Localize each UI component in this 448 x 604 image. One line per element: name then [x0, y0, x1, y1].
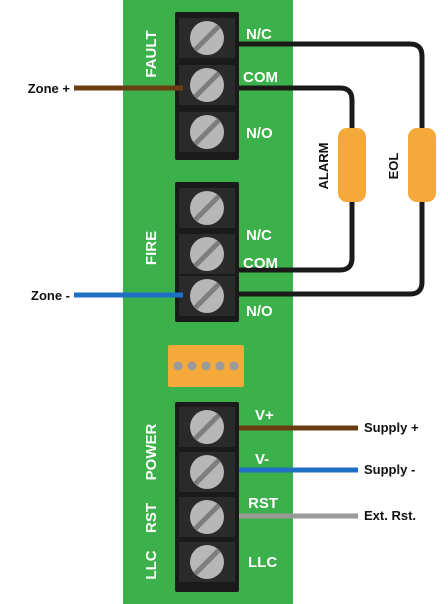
screw-icon[interactable] [190, 545, 224, 579]
fault-terminal-block [175, 12, 239, 160]
alarm-loop-wire [239, 85, 355, 130]
block-label-fault: FAULT [143, 30, 160, 77]
screw-icon[interactable] [190, 68, 224, 102]
terminal-label-com-fault: COM [243, 69, 278, 86]
terminal-label-no-fire: N/O [246, 303, 273, 320]
alarm-component: ALARM [316, 128, 366, 202]
terminal-label-llc: LLC [248, 554, 277, 571]
screw-icon[interactable] [190, 279, 224, 313]
supply-minus-label: Supply - [364, 462, 415, 477]
alarm-loop-wire-lower [239, 200, 355, 273]
terminal-label-rst: RST [248, 495, 278, 512]
power-terminal-block [175, 402, 239, 592]
terminal-label-nc-fire: N/C [246, 227, 272, 244]
screw-icon[interactable] [190, 237, 224, 271]
screw-icon[interactable] [190, 21, 224, 55]
terminal-label-vminus: V- [255, 451, 269, 468]
eol-component: EOL [386, 128, 436, 202]
screw-icon[interactable] [190, 410, 224, 444]
supply-plus-label: Supply + [364, 420, 419, 435]
block-label-llc: LLC [143, 550, 160, 579]
pin-header-connector [168, 345, 244, 387]
screw-icon[interactable] [190, 455, 224, 489]
screw-icon[interactable] [190, 115, 224, 149]
zone-plus-label: Zone + [28, 81, 71, 96]
screw-icon[interactable] [190, 191, 224, 225]
wiring-loops [239, 41, 425, 297]
alarm-label: ALARM [316, 143, 331, 190]
eol-loop-wire-lower [239, 200, 425, 297]
eol-label: EOL [386, 153, 401, 180]
block-label-power: POWER [143, 424, 160, 481]
terminal-label-no-fault: N/O [246, 125, 273, 142]
eol-loop-wire [239, 41, 425, 130]
screw-icon[interactable] [190, 500, 224, 534]
zone-minus-label: Zone - [31, 288, 70, 303]
terminal-label-vplus: V+ [255, 407, 274, 424]
block-label-fire: FIRE [143, 231, 160, 265]
terminal-label-nc-fault: N/C [246, 26, 272, 43]
fire-terminal-block [175, 182, 239, 322]
ext-rst-label: Ext. Rst. [364, 508, 416, 523]
block-label-rst: RST [143, 503, 160, 533]
terminal-label-com-fire: COM [243, 255, 278, 272]
